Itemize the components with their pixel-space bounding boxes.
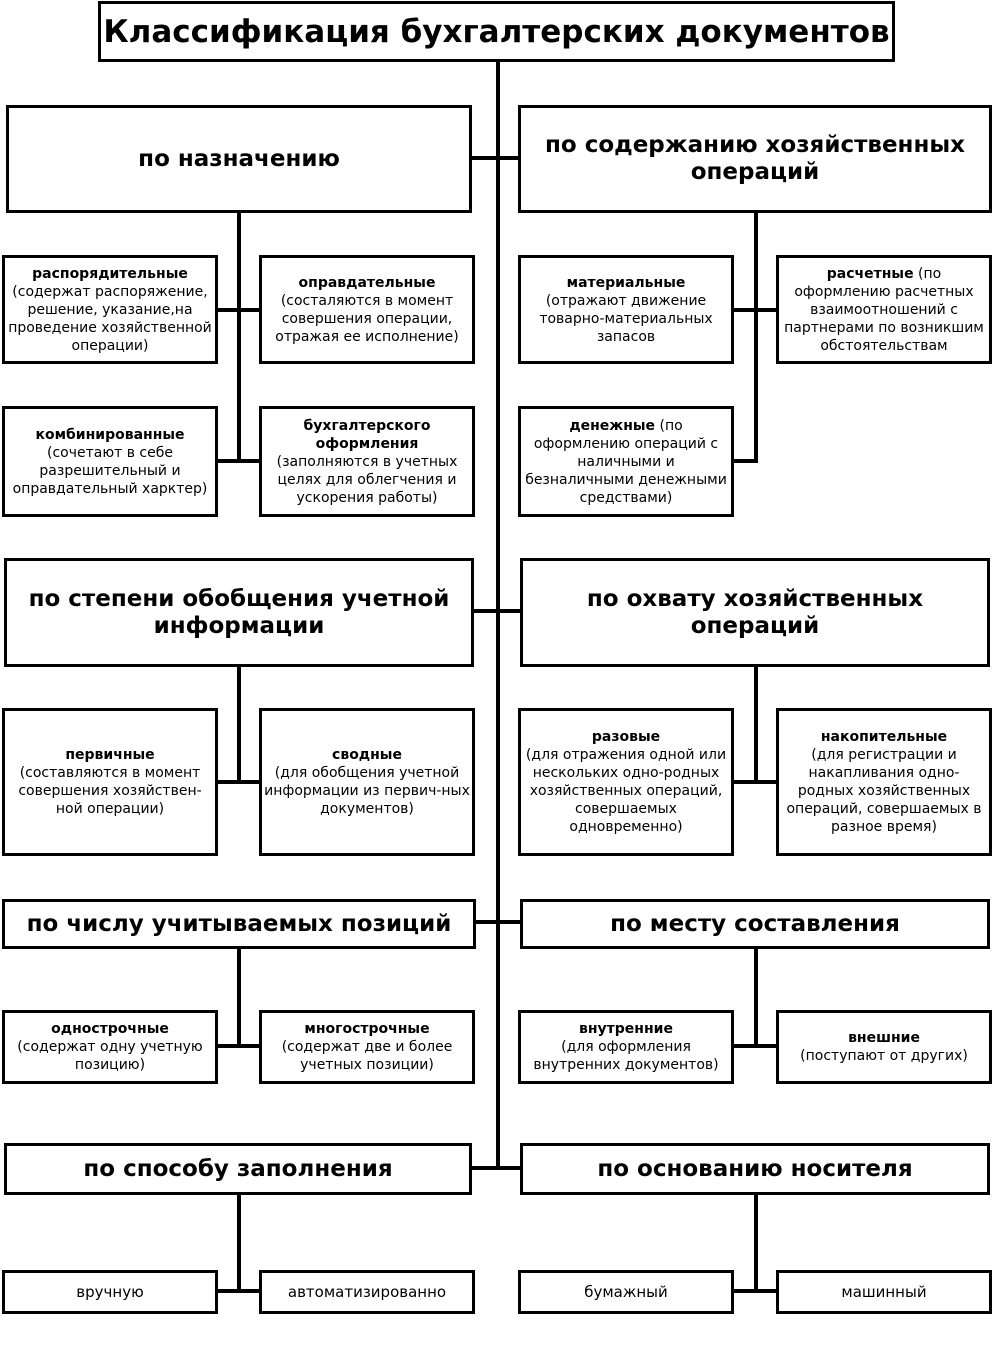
doc-type-desc: (для отражения одной или нескольких одно…: [525, 747, 727, 835]
carrier-branch-line: [733, 1289, 779, 1293]
category-label: по основанию носителя: [597, 1155, 913, 1182]
doc-type-paper: бумажный: [518, 1270, 734, 1314]
content-trunk-line: [754, 211, 758, 463]
doc-type-desc: (состаляются в момент совершения операци…: [275, 292, 459, 345]
doc-type-name: вручную: [76, 1283, 144, 1301]
doc-type-monetary: денежные (по оформлению операций с налич…: [518, 406, 734, 517]
doc-type-combined: комбинированные (сочетают в себе разреши…: [2, 406, 218, 517]
doc-type-name: многострочные: [304, 1021, 430, 1037]
doc-type-name: распорядительные: [32, 265, 188, 282]
doc-type-name: разовые: [591, 729, 661, 745]
category-place: по месту составления: [520, 899, 990, 949]
doc-type-name: сводные: [332, 747, 402, 763]
doc-type-single-line: однострочные (содержат одну учетную пози…: [2, 1010, 218, 1084]
category-label: по способу заполнения: [83, 1155, 393, 1182]
doc-type-name: однострочные: [51, 1021, 169, 1037]
coverage-connector: [498, 609, 522, 613]
category-generalization: по степени обобщения учетной информации: [4, 558, 474, 667]
doc-type-single: разовые (для отражения одной или несколь…: [518, 708, 734, 856]
doc-type-name: оправдательные: [298, 274, 436, 291]
doc-type-desc: (сочетают в себе разрешительный и оправд…: [12, 444, 208, 497]
coverage-branch-line: [733, 780, 779, 784]
doc-type-desc: (для оформления внутренних документов): [533, 1039, 719, 1073]
category-filling: по способу заполнения: [4, 1143, 472, 1195]
doc-type-machine: машинный: [776, 1270, 992, 1314]
content-branch-line: [733, 459, 756, 463]
purpose-branch-line: [216, 459, 262, 463]
place-trunk-line: [754, 947, 758, 1047]
doc-type-name: расчетные: [826, 265, 914, 282]
doc-type-justify: оправдательные (состаляются в момент сов…: [259, 255, 475, 364]
doc-type-desc: (поступают от других): [800, 1048, 968, 1064]
category-coverage: по охвату хозяйственных операций: [520, 558, 990, 667]
doc-type-name: материальные: [566, 274, 686, 291]
doc-type-desc: (по оформлению расчетных взаимоотношений…: [784, 265, 984, 354]
doc-type-name: внутренние: [579, 1021, 673, 1037]
positions-connector: [474, 920, 498, 924]
category-label: по охвату хозяйственных операций: [586, 585, 924, 639]
doc-type-order: распорядительные (содержат распоряжение,…: [2, 255, 218, 364]
doc-type-internal: внутренние (для оформления внутренних до…: [518, 1010, 734, 1084]
content-connector: [498, 156, 520, 160]
place-connector: [498, 920, 522, 924]
diagram-title: Классификация бухгалтерских документов: [98, 1, 895, 62]
doc-type-primary: первичные (составляются в момент соверше…: [2, 708, 218, 856]
category-label: по месту составления: [610, 910, 900, 937]
doc-type-manual: вручную: [2, 1270, 218, 1314]
carrier-trunk-line: [754, 1193, 758, 1293]
doc-type-material: материальные (отражают движение товарно-…: [518, 255, 734, 364]
place-branch-line: [733, 1044, 779, 1048]
doc-type-desc: (содержат две и более учетных позиции): [281, 1039, 453, 1073]
purpose-trunk-line: [237, 211, 241, 463]
doc-type-name: внешние: [848, 1030, 920, 1046]
category-label: по назначению: [138, 145, 340, 172]
carrier-connector: [498, 1166, 522, 1170]
doc-type-name: бумажный: [584, 1283, 668, 1301]
filling-branch-line: [216, 1289, 262, 1293]
coverage-trunk-line: [754, 665, 758, 784]
doc-type-name: первичные: [65, 747, 155, 763]
doc-type-cumulative: накопительные (для регистрации и накапли…: [776, 708, 992, 856]
doc-type-external: внешние (поступают от других): [776, 1010, 992, 1084]
category-label: по числу учитываемых позиций: [26, 910, 452, 937]
doc-type-name: бухгалтерского оформления: [303, 417, 431, 452]
content-branch-line: [733, 308, 779, 312]
purpose-branch-line: [216, 308, 262, 312]
filling-trunk-line: [237, 1193, 241, 1293]
doc-type-desc: (отражают движение товарно-материальных …: [539, 292, 713, 345]
doc-type-name: накопительные: [820, 729, 948, 745]
doc-type-settlement: расчетные (по оформлению расчетных взаим…: [776, 255, 992, 364]
doc-type-desc: (содержат распоряжение, решение, указани…: [8, 283, 212, 354]
positions-trunk-line: [237, 947, 241, 1047]
doc-type-multi-line: многострочные (содержат две и более учет…: [259, 1010, 475, 1084]
doc-type-desc: (для обобщения учетной информации из пер…: [264, 765, 470, 817]
category-label: по содержанию хозяйственных операций: [545, 132, 965, 185]
doc-type-desc: (для регистрации и накапливания одно-род…: [786, 747, 982, 835]
category-purpose: по назначению: [6, 105, 472, 213]
doc-type-desc: (заполняются в учетных целях для облегче…: [276, 453, 458, 506]
filling-connector: [470, 1166, 498, 1170]
doc-type-summary: сводные (для обобщения учетной информаци…: [259, 708, 475, 856]
main-spine-line: [496, 60, 500, 1170]
category-carrier: по основанию носителя: [520, 1143, 990, 1195]
doc-type-name: комбинированные: [35, 426, 185, 443]
doc-type-desc: (содержат одну учетную позицию): [17, 1039, 203, 1073]
category-content: по содержанию хозяйственных операций: [518, 105, 992, 213]
category-label: по степени обобщения учетной информации: [28, 585, 450, 639]
generalization-branch-line: [216, 780, 262, 784]
category-positions: по числу учитываемых позиций: [2, 899, 476, 949]
generalization-connector: [472, 609, 498, 613]
doc-type-name: денежные: [569, 417, 656, 434]
positions-branch-line: [216, 1044, 262, 1048]
purpose-connector: [470, 156, 498, 160]
doc-type-desc: (по оформлению операций с наличными и бе…: [525, 417, 727, 506]
doc-type-name: машинный: [841, 1283, 927, 1301]
doc-type-desc: (составляются в момент совершения хозяйс…: [18, 765, 202, 817]
generalization-trunk-line: [237, 665, 241, 784]
doc-type-automated: автоматизированно: [259, 1270, 475, 1314]
doc-type-accounting: бухгалтерского оформления (заполняются в…: [259, 406, 475, 517]
doc-type-name: автоматизированно: [287, 1283, 447, 1301]
